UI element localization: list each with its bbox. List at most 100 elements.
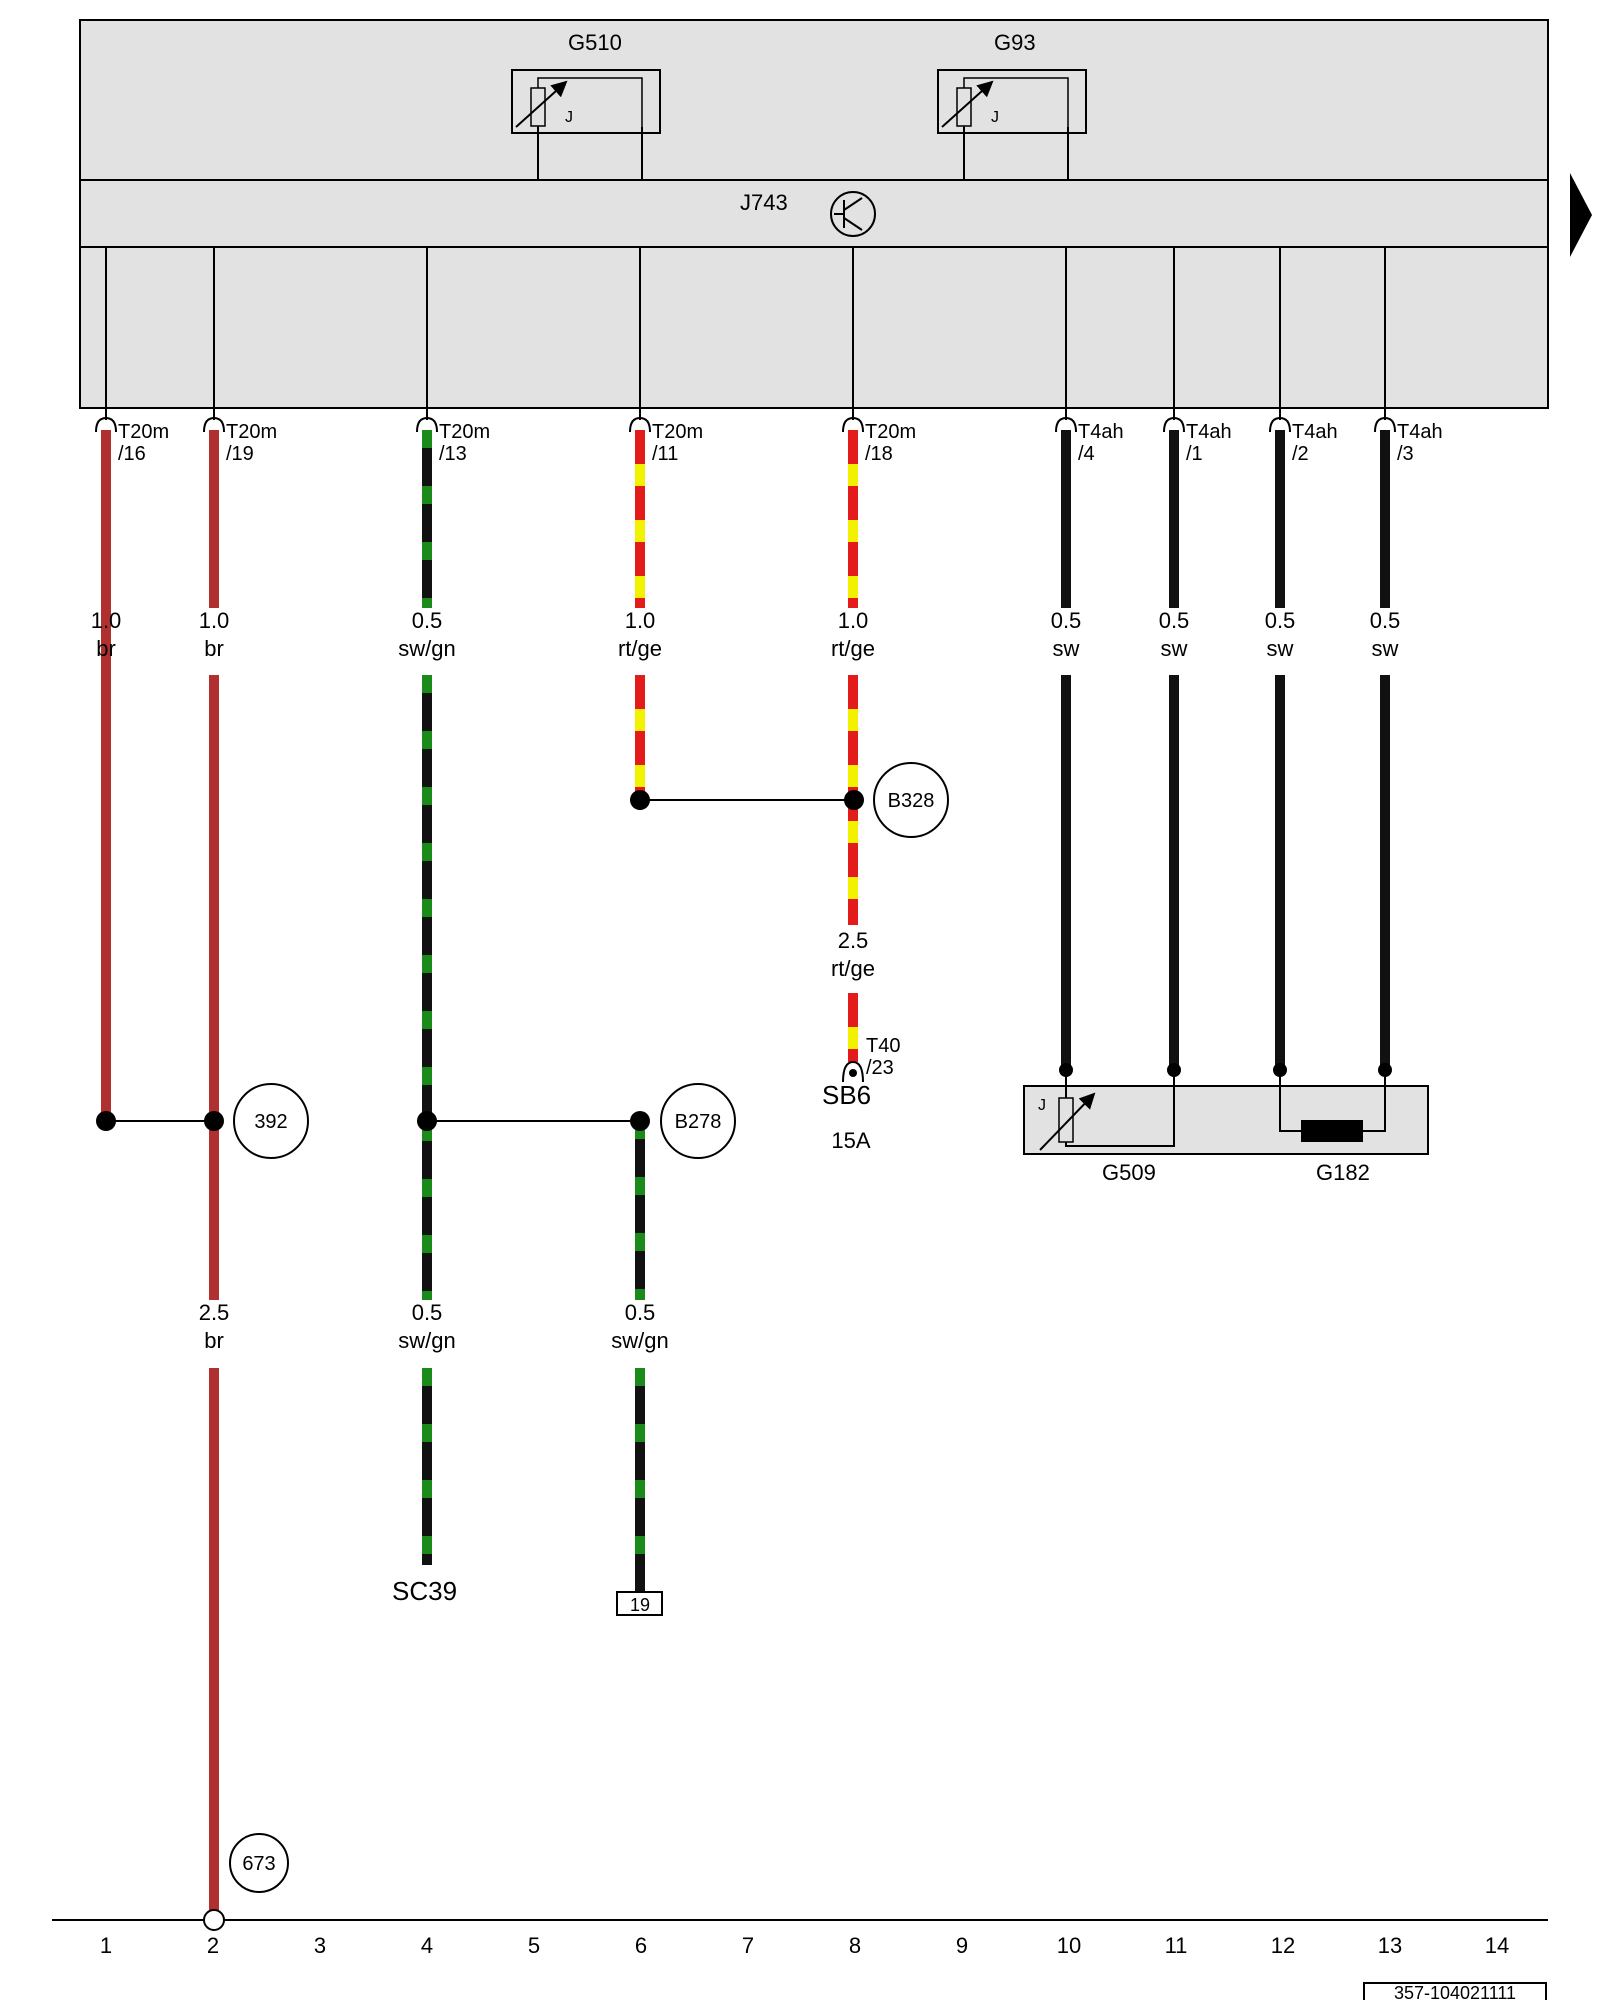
- sensor-mark-g509: J: [1038, 1097, 1046, 1114]
- fuse-sb6: T40 /23 SB6 15A: [822, 1035, 900, 1153]
- track-number: 11: [1165, 1933, 1188, 1958]
- wire-color: rt/ge: [618, 636, 662, 661]
- junction-label: B328: [888, 790, 935, 812]
- sensor-g93: G93 J: [937, 30, 1087, 180]
- wire-size: 0.5: [1265, 608, 1296, 633]
- label-g182: G182: [1316, 1160, 1370, 1185]
- fuse-rating: 15A: [831, 1128, 870, 1153]
- wire-size: 0.5: [625, 1300, 656, 1325]
- connector-pin: /19: [226, 443, 254, 465]
- wire-color: sw/gn: [398, 636, 455, 661]
- wire-color: br: [204, 1328, 224, 1353]
- wire-size: 0.5: [412, 608, 443, 633]
- wire-size: 2.5: [199, 1300, 230, 1325]
- connector-name: T4ah: [1292, 421, 1338, 443]
- connector-pin: /11: [652, 443, 678, 465]
- wire-color: sw/gn: [398, 1328, 455, 1353]
- track-number: 13: [1378, 1933, 1402, 1958]
- wire-labels: 1.0 br 1.0 br 0.5 sw/gn 1.0 rt/ge 1.0 rt/ge 0.5 sw 0…: [91, 608, 1401, 1353]
- pin-socket-icon: [1374, 416, 1396, 433]
- connector-pin: /3: [1397, 443, 1414, 465]
- transistor-icon: [830, 191, 876, 237]
- label-g509: G509: [1102, 1160, 1156, 1185]
- pin-socket-icon: [95, 416, 117, 433]
- track-number: 9: [956, 1933, 968, 1958]
- connector-name: T4ah: [1078, 421, 1124, 443]
- ground-point: [203, 1909, 225, 1931]
- terminal-sc39: SC39: [392, 1576, 457, 1606]
- connector-pin: /18: [865, 443, 893, 465]
- pin-socket-icon: [1055, 416, 1077, 433]
- wire-size: 0.5: [412, 1300, 443, 1325]
- sensor-mark-g93: J: [991, 109, 999, 126]
- fuse-pin: /23: [866, 1057, 894, 1079]
- track-number: 4: [421, 1933, 433, 1958]
- track-number: 3: [314, 1933, 326, 1958]
- track-number: 2: [207, 1933, 219, 1958]
- label-g93: G93: [994, 30, 1036, 55]
- splice-dots: [96, 790, 864, 1131]
- connector-pin: /2: [1292, 443, 1309, 465]
- track-number: 10: [1057, 1933, 1081, 1958]
- reference-label: 19: [630, 1595, 650, 1615]
- wire-color: rt/ge: [831, 956, 875, 981]
- wire-color: br: [204, 636, 224, 661]
- connector-name: T4ah: [1186, 421, 1232, 443]
- wire-color: sw: [1372, 636, 1399, 661]
- diagram-code: 357-104021111: [1394, 1983, 1516, 2000]
- pin-socket-icon: [629, 416, 651, 433]
- fuse-name: SB6: [822, 1080, 871, 1110]
- connector-name: T20m: [439, 421, 490, 443]
- connector-name: T4ah: [1397, 421, 1443, 443]
- connector-name: T20m: [226, 421, 277, 443]
- junction-392[interactable]: 392: [233, 1083, 309, 1159]
- connector-pin: /1: [1186, 443, 1203, 465]
- sensor-mark-g510: J: [565, 109, 573, 126]
- wire-size: 2.5: [838, 928, 869, 953]
- pin-socket-icon: [842, 416, 864, 433]
- label-g510: G510: [568, 30, 622, 55]
- pin-socket-icon: [416, 416, 438, 433]
- pin-socket-icon: [1269, 416, 1291, 433]
- wire-size: 0.5: [1051, 608, 1082, 633]
- splice-lines: [106, 799, 854, 1122]
- junction-b328[interactable]: B328: [873, 762, 949, 838]
- connector-pin: /4: [1078, 443, 1095, 465]
- pin-socket-icon: [1163, 416, 1185, 433]
- wires: [101, 430, 1392, 1910]
- wire-color: sw: [1161, 636, 1188, 661]
- wire-color: sw: [1053, 636, 1080, 661]
- sensor-block-g509-g182: J G509 G182: [1023, 1070, 1429, 1185]
- track-number: 12: [1271, 1933, 1295, 1958]
- junction-b278[interactable]: B278: [660, 1083, 736, 1159]
- wire-size: 1.0: [838, 608, 869, 633]
- continuation-arrow-icon[interactable]: [1570, 173, 1592, 257]
- sensor-g510: G510 J: [511, 30, 661, 180]
- wire-size: 0.5: [1159, 608, 1190, 633]
- reference-box-19[interactable]: 19: [616, 1591, 663, 1616]
- connector-name: T20m: [118, 421, 169, 443]
- wire-size: 1.0: [199, 608, 230, 633]
- junction-label: 392: [254, 1111, 287, 1133]
- wire-color: br: [96, 636, 116, 661]
- track-number: 5: [528, 1933, 540, 1958]
- track-number: 7: [742, 1933, 754, 1958]
- wire-color: sw/gn: [611, 1328, 668, 1353]
- connector-pins: T20m/16T20m/19T20m/13T20m/11T20m/18T4ah/…: [95, 247, 1443, 465]
- pin-socket-icon: [203, 416, 225, 433]
- diagram-code-box: 357-104021111: [1363, 1982, 1547, 2000]
- wire-size: 0.5: [1370, 608, 1401, 633]
- connector-pin: /13: [439, 443, 467, 465]
- track-number: 8: [849, 1933, 861, 1958]
- fuse-connector: T40: [866, 1035, 900, 1057]
- label-j743: J743: [740, 190, 788, 215]
- wire-size: 1.0: [91, 608, 122, 633]
- connector-name: T20m: [865, 421, 916, 443]
- wire-size: 1.0: [625, 608, 656, 633]
- junction-label: 673: [242, 1853, 275, 1875]
- junction-673[interactable]: 673: [229, 1833, 289, 1893]
- wire-color: sw: [1267, 636, 1294, 661]
- control-unit-housing: [79, 19, 1549, 409]
- track-number: 14: [1485, 1933, 1509, 1958]
